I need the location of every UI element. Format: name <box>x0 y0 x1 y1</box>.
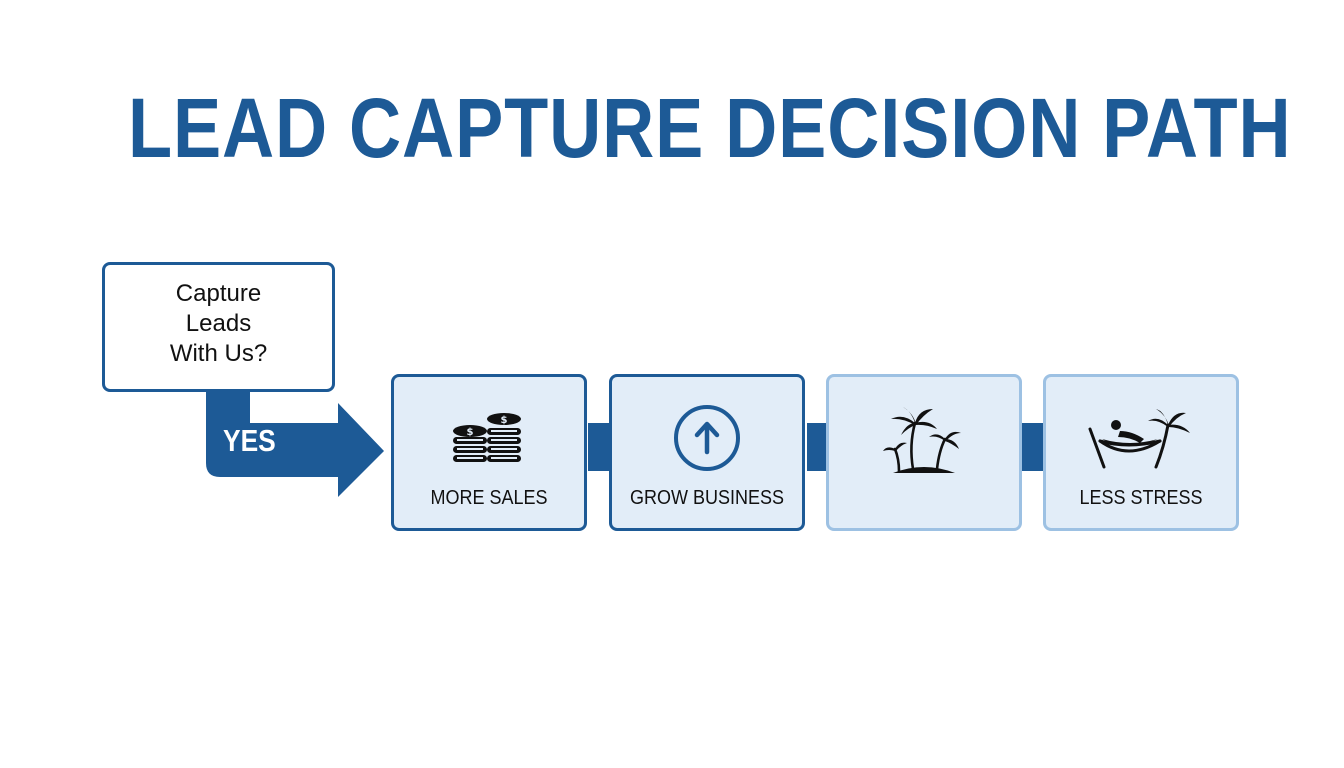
step-label: LESS STRESS <box>1079 487 1203 509</box>
hammock-palm-icon <box>1046 405 1236 477</box>
svg-text:$: $ <box>467 427 474 438</box>
step-label: MORE SALES <box>430 487 548 509</box>
svg-text:$: $ <box>501 415 508 426</box>
step-island <box>826 374 1022 531</box>
decision-question-text: Capture Leads With Us? <box>169 280 268 367</box>
coin-stacks-dollar-icon: $ $ <box>394 405 584 469</box>
decision-question-box: Capture Leads With Us? <box>102 262 335 392</box>
step-grow-business: GROW BUSINESS <box>609 374 805 531</box>
palm-tree-island-icon <box>829 405 1019 477</box>
connector-1 <box>588 423 610 471</box>
arrow-up-circle-icon <box>612 405 802 477</box>
connector-2 <box>807 423 827 471</box>
connector-3 <box>1022 423 1044 471</box>
step-label: GROW BUSINESS <box>629 487 785 509</box>
step-less-stress: LESS STRESS <box>1043 374 1239 531</box>
yes-label: YES <box>223 423 276 458</box>
page-title: LEAD CAPTURE DECISION PATH <box>128 81 1292 175</box>
step-more-sales: $ $ MORE SALES <box>391 374 587 531</box>
